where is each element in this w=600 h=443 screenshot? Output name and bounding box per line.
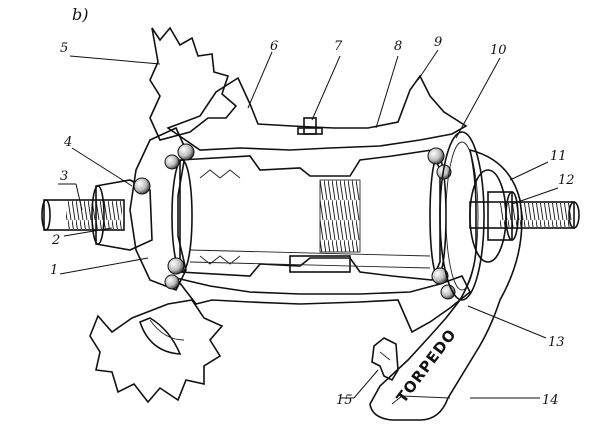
leader-lines [58,49,559,399]
subfigure-label: b) [72,5,88,24]
part-label-1: 1 [50,263,58,278]
part-label-8: 8 [394,39,402,54]
left-cone [91,179,153,251]
part-label-11: 11 [550,149,567,164]
part-label-7: 7 [334,39,343,54]
part-label-3: 3 [60,169,68,184]
part-label-9: 9 [434,35,442,50]
part-label-13: 13 [548,335,565,350]
arm-clip [371,337,399,382]
right-cone-and-disk [439,131,519,301]
part-label-4: 4 [63,135,72,150]
part-label-6: 6 [270,39,278,54]
axle [41,199,580,231]
part-number-labels: 1 2 3 4 5 6 7 8 9 10 11 12 13 14 15 [50,35,575,408]
part-label-10: 10 [490,43,507,58]
part-label-5: 5 [60,41,68,56]
driver-mechanism [171,149,447,281]
sprocket [89,26,238,404]
part-label-14: 14 [542,393,559,408]
bearing-balls [133,143,456,300]
part-label-2: 2 [51,233,60,248]
part-label-15: 15 [336,393,353,408]
oil-screw [297,117,323,135]
hub-shell [129,74,472,334]
part-label-12: 12 [558,173,575,188]
